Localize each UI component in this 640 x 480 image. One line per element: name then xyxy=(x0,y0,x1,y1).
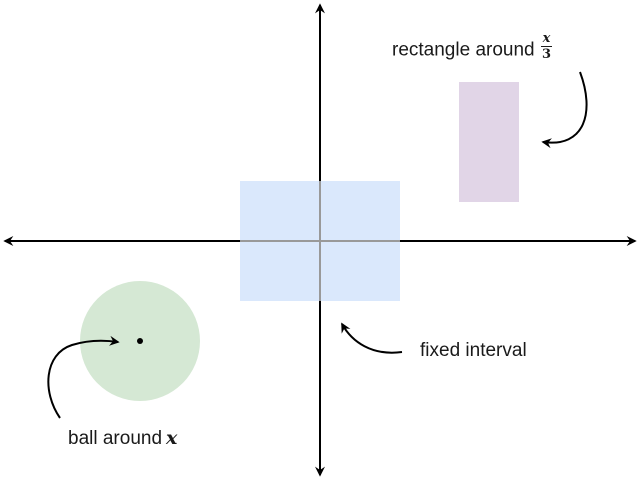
fraction-denominator: 3 xyxy=(541,47,552,62)
fixed-interval-label: fixed interval xyxy=(420,340,527,362)
small-rectangle xyxy=(459,82,519,202)
curved-arrow-ball-icon xyxy=(47,335,120,419)
curved-arrow-rectangle-icon xyxy=(541,71,588,149)
curved-arrow-interval-icon xyxy=(341,322,403,354)
rectangle-label-text: rectangle around xyxy=(392,39,535,61)
fixed-interval-label-text: fixed interval xyxy=(420,340,527,361)
ball-label-math: x xyxy=(166,427,178,449)
fraction-bar xyxy=(540,46,553,47)
fraction-numerator: x xyxy=(542,31,551,46)
ball-center-dot xyxy=(137,338,143,344)
ball-label-text: ball around xyxy=(68,428,163,449)
